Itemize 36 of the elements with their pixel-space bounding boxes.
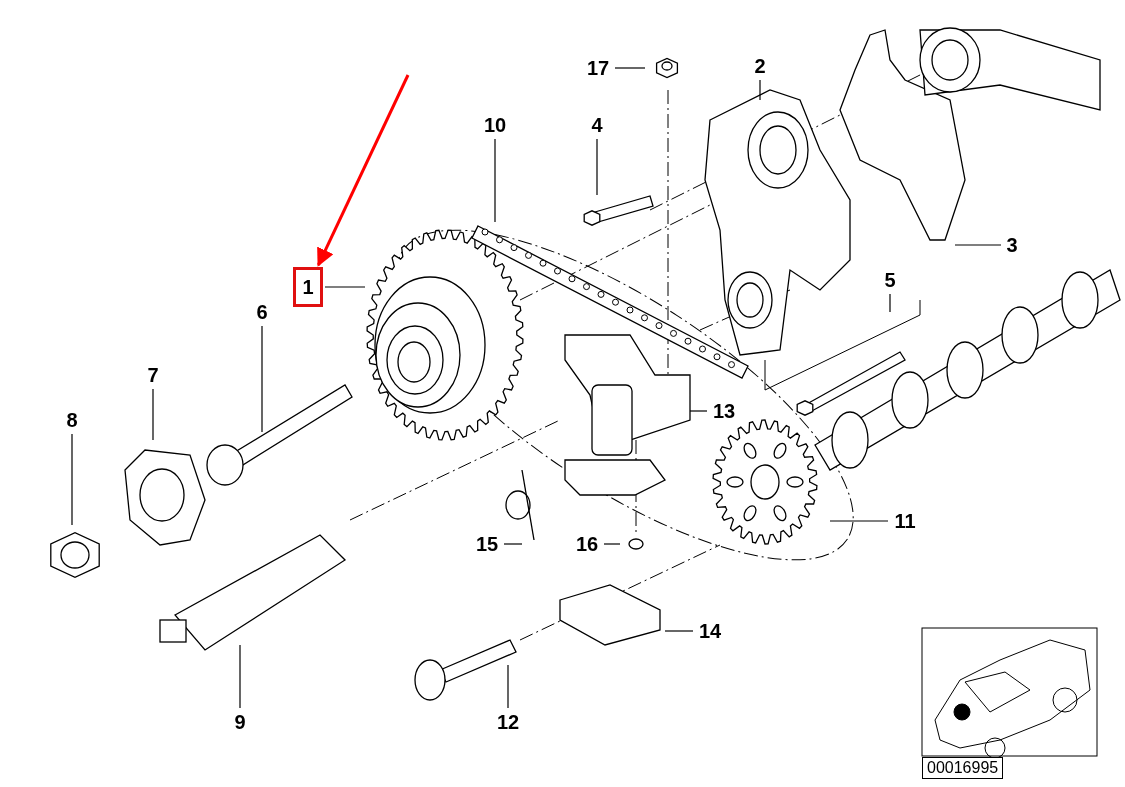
callout-number: 10 [480, 113, 510, 137]
leader-line [71, 433, 73, 526]
leader-line [152, 388, 154, 441]
leader-line [759, 79, 761, 101]
leader-line [507, 664, 509, 709]
leader-line [596, 138, 598, 196]
leader-line [494, 138, 496, 223]
part-number-label: 00016995 [922, 757, 1004, 779]
highlighted-callout-number: 1 [293, 267, 323, 307]
callout-number: 13 [709, 399, 739, 423]
callout-number: 12 [493, 710, 523, 734]
leader-line [261, 325, 263, 433]
callout-number: 9 [231, 710, 249, 734]
callout-number: 15 [472, 532, 502, 556]
leader-line [664, 630, 694, 632]
callout-number: 5 [881, 268, 899, 292]
leader-line [689, 410, 708, 412]
callout-number: 17 [583, 56, 613, 80]
leader-line [954, 244, 1002, 246]
callout-number: 6 [253, 300, 271, 324]
leader-line [603, 543, 621, 545]
callout-number: 8 [63, 408, 81, 432]
callout-number: 16 [572, 532, 602, 556]
callout-number: 4 [588, 113, 606, 137]
arrow [317, 74, 410, 267]
leader-line [503, 543, 523, 545]
callout-number: 7 [144, 363, 162, 387]
leader-line [614, 67, 646, 69]
callout-number: 11 [890, 509, 920, 533]
leader-line [829, 520, 889, 522]
callout-number: 14 [695, 619, 725, 643]
leader-line [239, 644, 241, 709]
leader-line [324, 286, 366, 288]
callout-number: 2 [751, 54, 769, 78]
callout-number: 3 [1003, 233, 1021, 257]
leader-line [889, 293, 891, 313]
